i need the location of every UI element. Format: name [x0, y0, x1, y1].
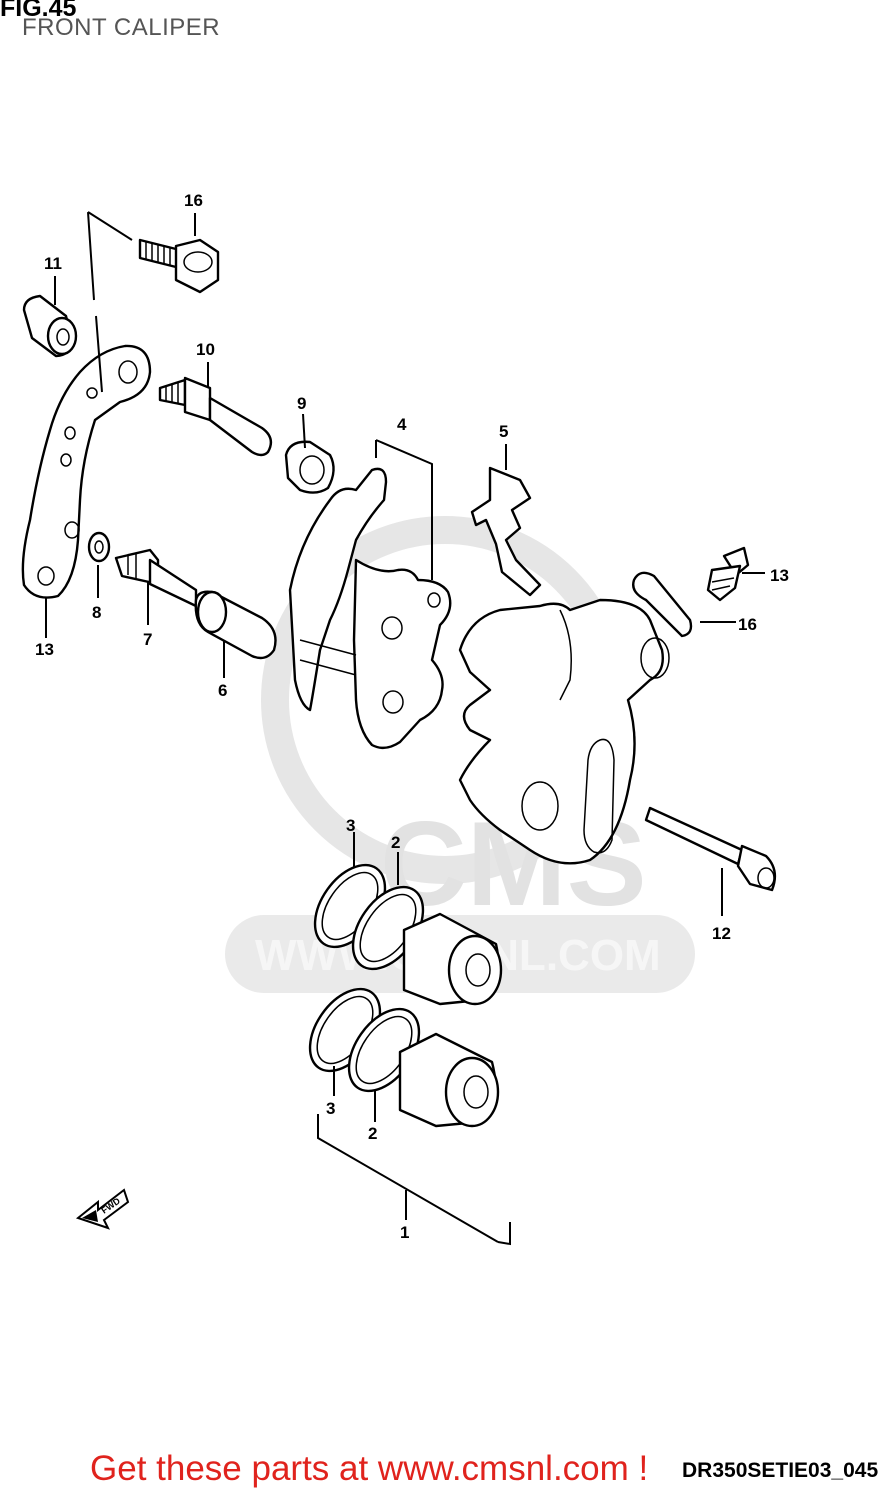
callout-16: 16 [184, 191, 203, 210]
callout-8: 8 [92, 603, 101, 622]
leader-lines [45, 211, 765, 1246]
callout-15: 16 [738, 615, 757, 634]
figure-number: FIG.45 [0, 0, 77, 22]
callout-2-lower: 2 [368, 1124, 377, 1143]
callout-2-upper: 2 [391, 833, 400, 852]
callout-9: 9 [297, 394, 306, 413]
part-caliper-body [458, 598, 670, 865]
callout-7: 7 [143, 630, 152, 649]
diagram-code: DR350SETIE03_045 [682, 1459, 879, 1482]
part-14-bleeder [706, 546, 750, 602]
part-piston-lower [308, 987, 500, 1128]
part-9-boot [284, 440, 335, 494]
callout-3-lower: 3 [326, 1099, 335, 1118]
get-parts-link[interactable]: Get these parts at www.cmsnl.com ! [90, 1449, 649, 1488]
callout-12: 12 [712, 924, 731, 943]
part-8-washer [87, 531, 111, 563]
part-11-collar [22, 294, 78, 358]
part-10-pin [158, 376, 273, 457]
callout-labels: 16 11 10 9 4 5 13 16 8 7 13 6 3 2 12 3 2… [35, 191, 789, 1242]
part-15-cap [632, 571, 693, 638]
callout-5: 5 [499, 422, 508, 441]
part-4-brake-pads [288, 467, 452, 750]
callout-11: 11 [44, 254, 62, 273]
callout-10: 10 [196, 340, 215, 359]
callout-4: 4 [397, 415, 407, 434]
part-16-bolt [138, 238, 220, 294]
callout-3-upper: 3 [346, 816, 355, 835]
callout-6: 6 [218, 681, 227, 700]
part-13-bracket [21, 344, 152, 599]
fwd-arrow-icon: FWD [75, 1188, 130, 1230]
part-12-bolt [644, 806, 777, 892]
callout-14: 13 [770, 566, 789, 585]
part-7-pin [114, 548, 198, 608]
part-piston-upper [313, 863, 503, 1006]
part-5-spring [470, 466, 542, 597]
figure-title: FRONT CALIPER [22, 14, 221, 41]
callout-1: 1 [400, 1223, 409, 1242]
callout-13: 13 [35, 640, 54, 659]
part-6-sleeve [194, 590, 277, 660]
